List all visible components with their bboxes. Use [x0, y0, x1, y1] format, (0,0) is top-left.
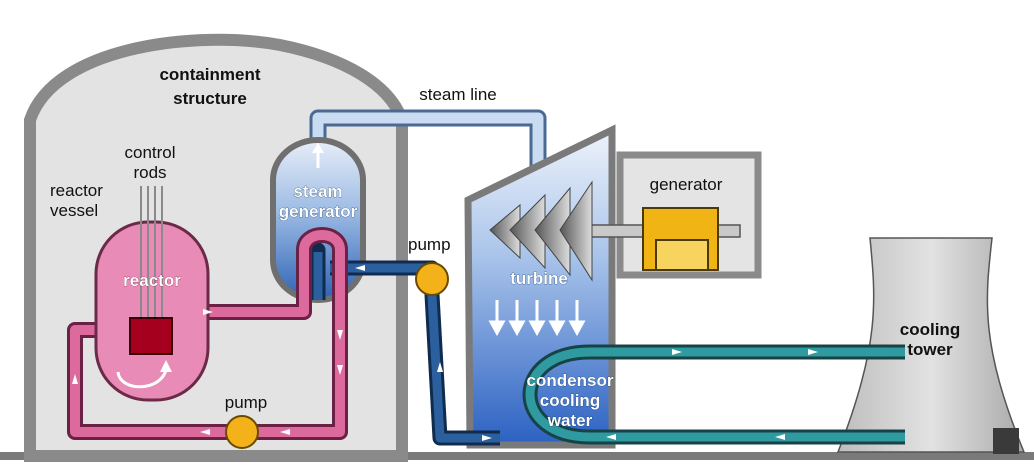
control-rods-label-2: rods [133, 163, 166, 182]
control-rods-label-1: control [124, 143, 175, 162]
steam-generator-label-1: steam [293, 182, 342, 201]
condensor-label-2: cooling [540, 391, 600, 410]
cooling-tower-label-1: cooling [900, 320, 960, 339]
steam-line-label: steam line [419, 85, 496, 104]
containment-structure-label-1: containment [159, 65, 260, 84]
condenser-flow-arrows [488, 300, 586, 337]
corner-mark [993, 428, 1019, 454]
generator-label: generator [650, 175, 723, 194]
cooling-tower [836, 237, 1026, 453]
control-rods [140, 186, 163, 334]
steam-up-arrow [312, 143, 324, 168]
turbine-label: turbine [510, 269, 568, 288]
reactor-vessel [94, 220, 210, 402]
feedwater-pump [415, 262, 449, 296]
reactor-vessel-label-1: reactor [50, 181, 103, 200]
turbine-blades [489, 180, 593, 282]
cooling-tower-label-2: tower [907, 340, 953, 359]
reactor-vessel-label-2: vessel [50, 201, 98, 220]
reactor-flow-arrow [116, 369, 168, 389]
pump-label-upper: pump [408, 235, 451, 254]
condensor-label-1: condensor [527, 371, 614, 390]
containment-structure-label-2: structure [173, 89, 247, 108]
pipe-flow-arrows [72, 265, 818, 441]
ground-line [0, 452, 1034, 460]
reactor-core [129, 317, 173, 355]
pump-label-lower: pump [225, 393, 268, 412]
primary-pump [225, 415, 259, 449]
reactor-label: reactor [123, 271, 181, 290]
steam-generator-label-2: generator [279, 202, 358, 221]
condensor-label-3: water [547, 411, 593, 430]
